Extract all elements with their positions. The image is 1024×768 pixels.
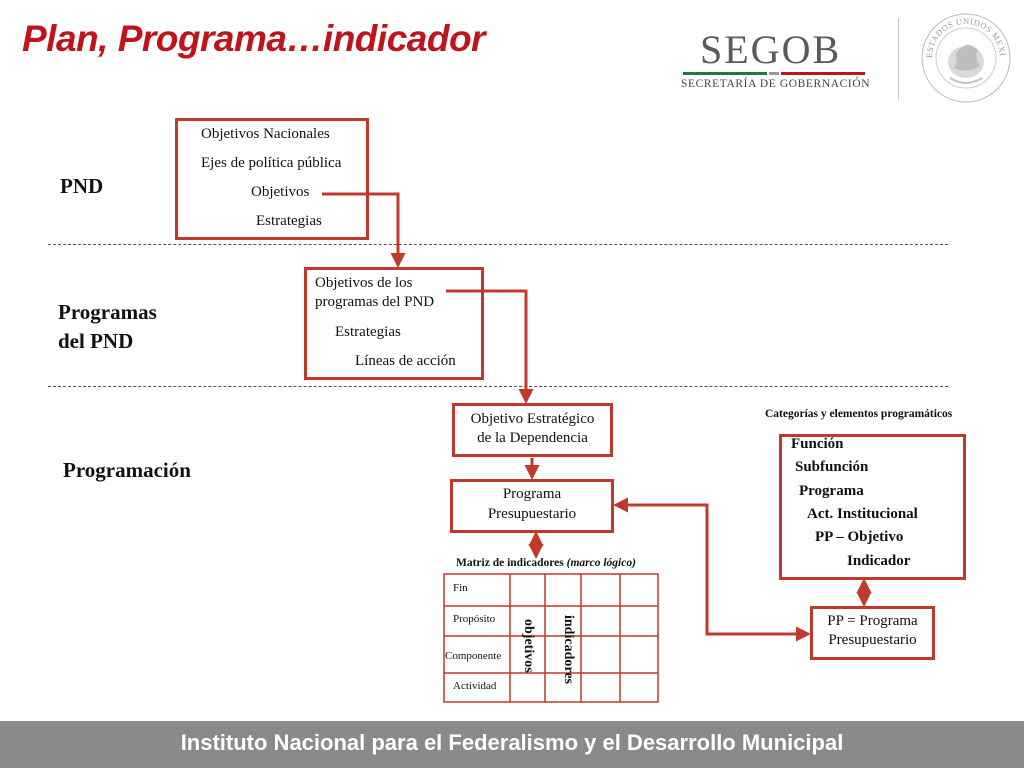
programs-box-line3: Estrategias (335, 324, 401, 340)
pnd-box-line1: Objetivos Nacionales (201, 126, 330, 142)
category-programa: Programa (799, 483, 864, 499)
pnd-box-line3: Objetivos (251, 184, 310, 200)
category-subfuncion: Subfunción (795, 459, 869, 475)
matrix-row-proposito: Propósito (453, 613, 496, 625)
logo-bar-red (781, 72, 865, 75)
arrow-objetivos-to-programs (322, 192, 406, 268)
section-label-programacion: Programación (63, 458, 191, 482)
matrix-row-componente: Componente (445, 650, 502, 662)
section-label-programas-line1: Programas (58, 300, 157, 324)
pnd-box (175, 118, 369, 240)
strategic-objective-line2: de la Dependencia (477, 430, 588, 446)
budget-program-line1: Programa (502, 486, 562, 502)
category-act-institucional: Act. Institucional (807, 506, 918, 522)
section-label-programas-line2: del PND (58, 329, 134, 353)
programs-box (304, 267, 484, 380)
matrix-row-actividad: Actividad (453, 680, 497, 692)
pnd-box-line4: Estrategias (256, 213, 322, 229)
programs-box-line4: Líneas de acción (355, 353, 456, 369)
separator-bottom (48, 386, 948, 387)
segob-logo-subtitle: SECRETARÍA DE GOBERNACIÓN (681, 78, 871, 90)
footer-bar (0, 721, 1024, 768)
categories-title: Categorías y elementos programáticos (765, 408, 953, 420)
pnd-box-line2: Ejes de política pública (201, 155, 342, 171)
programs-box-line1: Objetivos de los (315, 275, 413, 291)
logo-divider (898, 18, 899, 100)
separator-top (48, 244, 948, 245)
budget-program-line2: Presupuestario (487, 506, 577, 522)
category-indicador: Indicador (847, 553, 911, 569)
logo-bar-gray (769, 72, 779, 75)
matrix-row-fin: Fin (453, 582, 468, 594)
programs-box-line2: programas del PND (315, 294, 435, 310)
category-funcion: Función (791, 436, 844, 452)
footer-text: Instituto Nacional para el Federalismo y… (180, 730, 844, 755)
strategic-objective-line1: Objetivo Estratégico (470, 411, 595, 427)
matrix-title-prefix: Matriz de indicadores (456, 557, 567, 569)
pp-box-line1: PP = Programa (827, 613, 918, 629)
section-label-pnd: PND (60, 174, 104, 198)
arrow-programs-to-strategic (446, 289, 534, 404)
pp-box-line2: Presupuestario (828, 632, 917, 648)
segob-logo-word: SEGOB (700, 27, 842, 72)
category-pp-objetivo: PP – Objetivo (815, 529, 904, 545)
mexico-seal-icon: ESTADOS UNIDOS MEXICANOS (918, 8, 1011, 103)
pp-box (810, 606, 935, 660)
arrow-budget-pp (613, 497, 811, 642)
slide-title: Plan, Programa…indicador (22, 18, 485, 59)
logo-bar-green (683, 72, 767, 75)
strategic-objective-box (452, 403, 613, 457)
